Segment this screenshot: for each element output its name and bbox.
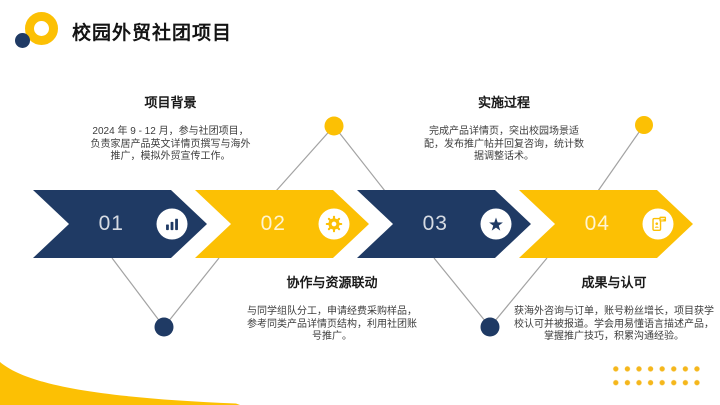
corner-swoosh-decoration: [0, 362, 240, 405]
step-1-text-block: 项目背景 2024 年 9 - 12 月，参与社团项目，负责家居产品英文详情页撰…: [88, 92, 253, 164]
connector-line: [333, 125, 386, 192]
bar-chart-icon: [156, 208, 188, 240]
step-2-text-block: 协作与资源联动 与同学组队分工，申请经费采购样品，参考同类产品详情页结构，利用社…: [246, 272, 418, 344]
step-4-number: 04: [584, 212, 610, 235]
connector-dot-navy: [480, 317, 500, 337]
step-1-body: 2024 年 9 - 12 月，参与社团项目，负责家居产品英文详情页撰写与海外推…: [90, 126, 251, 162]
connector-dot-yellow: [635, 116, 653, 134]
step-1-title: 项目背景: [144, 95, 197, 110]
step-2-body: 与同学组队分工，申请经费采购样品，参考同类产品详情页结构，利用社团账号推广。: [247, 306, 417, 342]
connector-line: [163, 257, 220, 328]
connector-line: [111, 257, 165, 328]
step-3-text-block: 实施过程 完成产品详情页，突出校园场景适配，发布推广帖并回复咨询，统计数据调整话…: [420, 92, 588, 164]
step-1-number: 01: [98, 212, 124, 235]
logo-ring-icon: [25, 12, 58, 45]
connector-line: [275, 125, 335, 192]
connector-dot-yellow: [324, 116, 344, 136]
dots-pattern-decoration: [610, 362, 703, 389]
step-3-title: 实施过程: [477, 95, 530, 110]
gear-icon: [318, 208, 350, 240]
connector-line: [489, 257, 548, 328]
step-4-body: 获海外咨询与订单，账号粉丝增长，项目获学校认可并被报道。学会用易懂语言描述产品，…: [514, 306, 714, 342]
step-3-number: 03: [422, 212, 448, 235]
step-4-text-block: 成果与认可 获海外咨询与订单，账号粉丝增长，项目获学校认可并被报道。学会用易懂语…: [510, 272, 718, 344]
phone-chat-icon: [642, 208, 674, 240]
step-3-body: 完成产品详情页，突出校园场景适配，发布推广帖并回复咨询，统计数据调整话术。: [424, 126, 584, 162]
connector-line: [433, 257, 491, 328]
connector-dot-navy: [154, 317, 174, 337]
page-title: 校园外贸社团项目: [72, 23, 233, 44]
step-4-title: 成果与认可: [581, 275, 647, 290]
logo-dot-icon: [15, 33, 30, 48]
step-2-title: 协作与资源联动: [286, 275, 378, 290]
star-icon: [480, 208, 512, 240]
connector-line: [597, 124, 645, 192]
step-2-number: 02: [260, 212, 286, 235]
